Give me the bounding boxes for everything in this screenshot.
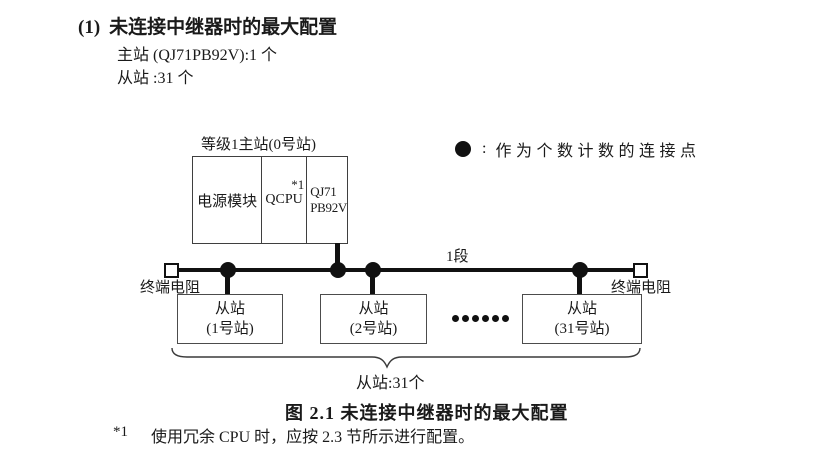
slave31-drop-line xyxy=(577,270,582,296)
qcpu-label: QCPU xyxy=(265,192,303,207)
master-station-box: 电源模块 QCPU *1 QJ71 PB92V xyxy=(192,156,348,244)
pb92v-cell: QJ71 PB92V xyxy=(307,157,347,243)
slave-count-brace xyxy=(171,347,641,369)
slave31-name: 从站 xyxy=(566,301,597,317)
connection-point-icon xyxy=(455,141,471,157)
slave31-number: (31号站) xyxy=(554,321,610,337)
qcpu-cell: QCPU *1 xyxy=(262,157,308,243)
bus-line xyxy=(171,268,640,272)
segment-label: 1段 xyxy=(446,249,469,265)
slave1-name: 从站 xyxy=(214,301,245,317)
section-title-text: 未连接中继器时的最大配置 xyxy=(109,17,338,38)
figure-caption: 图 2.1 未连接中继器时的最大配置 xyxy=(285,403,569,423)
slave2-name: 从站 xyxy=(358,301,389,317)
footnote-text: 使用冗余 CPU 时，应按 2.3 节所示进行配置。 xyxy=(151,429,475,446)
connection-dot-master xyxy=(330,262,346,278)
slave1-number: (1号站) xyxy=(206,321,254,337)
legend-label: 作为个数计数的连接点 xyxy=(495,143,701,160)
right-terminator-square xyxy=(633,263,648,278)
master-spec-line: 主站 (QJ71PB92V):1 个 xyxy=(117,47,278,64)
slave2-drop-line xyxy=(370,270,375,296)
master-drop-line xyxy=(335,243,340,270)
slave-station-box-1: 从站 (1号站) xyxy=(177,294,283,344)
slave-spec-line: 从站 :31 个 xyxy=(117,70,194,87)
power-module-cell: 电源模块 xyxy=(193,157,263,243)
section-number: (1) xyxy=(78,17,101,38)
section-title: (1) 未连接中继器时的最大配置 xyxy=(78,12,337,39)
right-terminator-label: 终端电阻 xyxy=(611,280,672,296)
legend: : 作为个数计数的连接点 xyxy=(455,137,700,161)
slave2-number: (2号站) xyxy=(349,321,398,337)
slave-station-box-31: 从站 (31号站) xyxy=(522,294,642,344)
master-station-label: 等级1主站(0号站) xyxy=(201,137,316,153)
slave-station-box-2: 从站 (2号站) xyxy=(320,294,427,344)
footnote-reference: *1 xyxy=(291,177,305,192)
slave-count-label: 从站:31个 xyxy=(356,375,425,392)
slave1-drop-line xyxy=(225,270,230,296)
ellipsis-dots xyxy=(452,315,509,322)
left-terminator-square xyxy=(164,263,179,278)
pb92v-line2: PB92V xyxy=(310,200,347,215)
pb92v-line1: QJ71 xyxy=(310,184,337,199)
left-terminator-label: 终端电阻 xyxy=(140,280,201,296)
legend-colon: : xyxy=(482,140,487,157)
footnote-marker: *1 xyxy=(113,424,128,440)
